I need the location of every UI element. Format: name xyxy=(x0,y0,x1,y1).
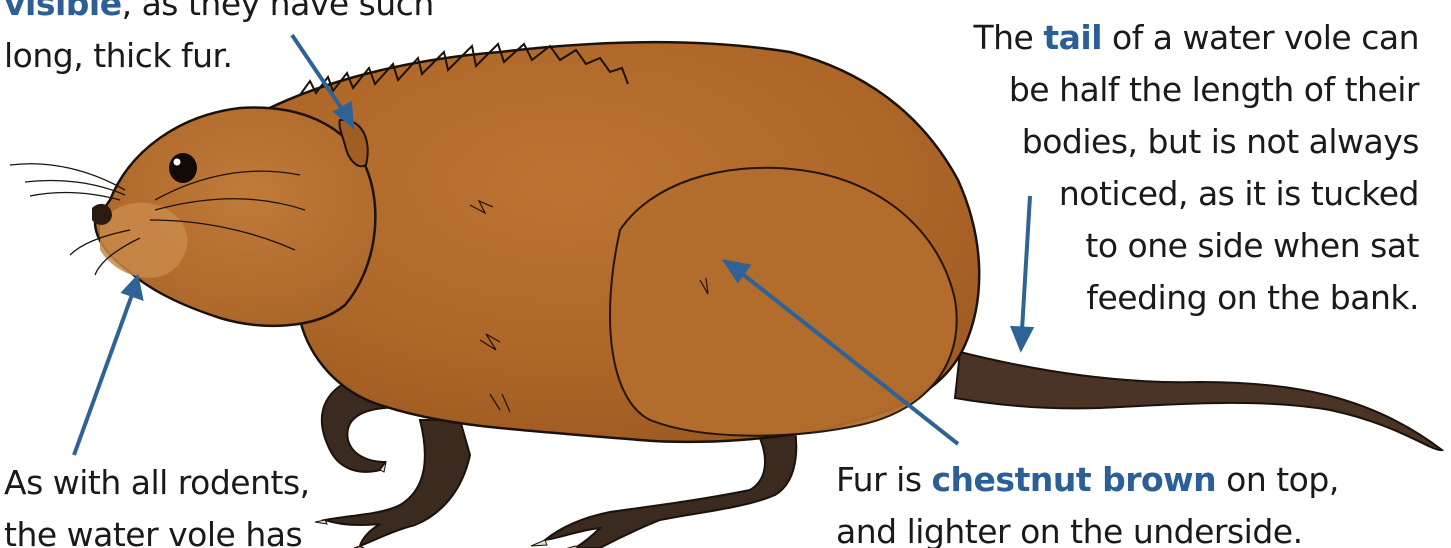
caption-tail-line1-rest: of a water vole can xyxy=(1102,18,1419,57)
caption-tail-line1: The tail of a water vole can xyxy=(973,12,1419,64)
caption-teeth-line2: the water vole has xyxy=(4,509,310,548)
caption-tail-line5: to one side when sat xyxy=(973,220,1419,272)
caption-tail-line3: bodies, but is not always xyxy=(973,116,1419,168)
caption-ears-line1-rest: , as they have such xyxy=(122,0,434,23)
caption-tail: The tail of a water vole can be half the… xyxy=(973,12,1419,324)
caption-fur-keyword: chestnut brown xyxy=(932,460,1217,499)
caption-fur-line2: and lighter on the underside. xyxy=(836,506,1339,548)
caption-fur-line1-start: Fur is xyxy=(836,460,932,499)
caption-tail-line4: noticed, as it is tucked xyxy=(973,168,1419,220)
caption-ears-keyword: visible xyxy=(4,0,122,23)
caption-ears-line1: visible, as they have such xyxy=(4,0,434,30)
caption-teeth: As with all rodents, the water vole has xyxy=(4,457,310,548)
caption-tail-keyword: tail xyxy=(1043,18,1102,57)
caption-ears-line2: long, thick fur. xyxy=(4,30,434,82)
eye xyxy=(169,153,197,183)
caption-fur-line1: Fur is chestnut brown on top, xyxy=(836,454,1339,506)
tail xyxy=(955,352,1442,450)
caption-fur-line1-rest: on top, xyxy=(1216,460,1339,499)
caption-ears: visible, as they have such long, thick f… xyxy=(4,0,434,82)
caption-fur: Fur is chestnut brown on top, and lighte… xyxy=(836,454,1339,548)
arrow-teeth xyxy=(74,292,133,455)
caption-tail-line2: be half the length of their xyxy=(973,64,1419,116)
caption-tail-line1-start: The xyxy=(973,18,1043,57)
caption-tail-line6: feeding on the bank. xyxy=(973,272,1419,324)
caption-teeth-line1: As with all rodents, xyxy=(4,457,310,509)
